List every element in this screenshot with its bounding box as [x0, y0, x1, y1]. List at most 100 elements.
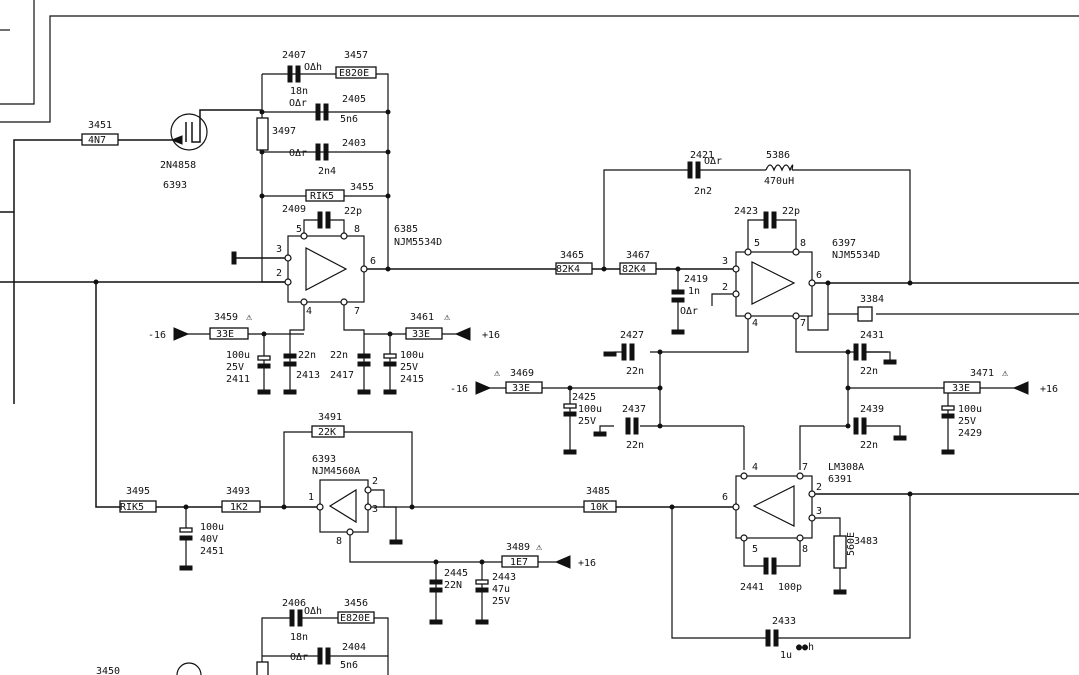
capacitor-2431: 2431 22n	[853, 330, 897, 377]
svg-text:40V: 40V	[200, 534, 218, 545]
capacitor-2409: 2409 22p	[282, 204, 362, 234]
svg-text:E820E: E820E	[340, 613, 370, 624]
svg-text:3467: 3467	[626, 250, 650, 261]
svg-text:6: 6	[370, 256, 376, 267]
svg-text:2445: 2445	[444, 568, 468, 579]
bottom-feedback-network	[176, 617, 389, 675]
capacitor-2405: OΔr 2405 5n6	[289, 94, 366, 125]
svg-text:8: 8	[336, 536, 342, 547]
opamp-b-type: NJM5534D	[832, 250, 880, 261]
resistor-3467: 3467 82K4	[619, 250, 657, 275]
warning-icon: ⚠	[1002, 368, 1009, 379]
capacitor-2451: 100u 40V 2451	[179, 522, 224, 571]
resistor-3461: 3461 33E ⚠	[405, 312, 451, 340]
svg-text:OΔh: OΔh	[304, 606, 322, 617]
svg-text:18n: 18n	[290, 632, 308, 643]
svg-text:3495: 3495	[126, 486, 150, 497]
svg-text:5: 5	[296, 224, 302, 235]
svg-text:2: 2	[276, 268, 282, 279]
svg-text:2421: 2421	[690, 150, 714, 161]
capacitor-2407: 2407 18n OΔh	[282, 50, 322, 97]
capacitor-2411: 100u 25V 2411	[226, 350, 271, 385]
svg-text:1u: 1u	[780, 650, 792, 661]
svg-text:●●h: ●●h	[796, 642, 814, 653]
svg-text:1K2: 1K2	[230, 502, 248, 513]
svg-text:2443: 2443	[492, 572, 516, 583]
warning-icon: ⚠	[246, 312, 253, 323]
svg-text:33E: 33E	[412, 329, 430, 340]
resistor-3489: 3489 1E7 ⚠	[501, 542, 543, 568]
svg-text:3455: 3455	[350, 182, 374, 193]
resistor-3456: 3456 E820E	[337, 598, 375, 624]
svg-text:22n: 22n	[860, 440, 878, 451]
fet-type-label: 2N4858	[160, 160, 196, 171]
svg-text:2406: 2406	[282, 598, 306, 609]
svg-text:18n: 18n	[290, 86, 308, 97]
supply-network-b: -16 +16	[450, 319, 1058, 470]
feedback-network-b	[603, 169, 911, 282]
opamp-b-id: 6397	[832, 238, 856, 249]
junction-dots	[93, 109, 913, 565]
svg-text:22n: 22n	[330, 350, 348, 361]
svg-text:3457: 3457	[344, 50, 368, 61]
svg-text:22N: 22N	[444, 580, 462, 591]
svg-text:5: 5	[754, 238, 760, 249]
svg-text:E820E: E820E	[339, 68, 369, 79]
svg-text:2: 2	[816, 482, 822, 493]
fet-transistor-icon: 2N4858 6393	[160, 109, 262, 191]
capacitor-2443: 2443 47u 25V	[475, 572, 516, 625]
svg-text:2409: 2409	[282, 204, 306, 215]
svg-text:OΔr: OΔr	[704, 156, 722, 167]
opamp-c-type: NJM4560A	[312, 466, 360, 477]
svg-text:7: 7	[354, 306, 360, 317]
svg-text:2419: 2419	[684, 274, 708, 285]
capacitor-2427: 2427 22n	[603, 330, 644, 377]
svg-text:OΔr: OΔr	[289, 98, 307, 109]
svg-text:2441: 2441	[740, 582, 764, 593]
input-wire	[0, 139, 172, 404]
svg-text:+16: +16	[578, 558, 596, 569]
svg-text:22n: 22n	[298, 350, 316, 361]
svg-text:22p: 22p	[782, 206, 800, 217]
svg-text:33E: 33E	[512, 383, 530, 394]
svg-text:8: 8	[800, 238, 806, 249]
connector-3384: 3384	[857, 294, 884, 322]
svg-text:2: 2	[722, 282, 728, 293]
svg-text:3451: 3451	[88, 120, 112, 131]
svg-text:3461: 3461	[410, 312, 434, 323]
svg-text:2433: 2433	[772, 616, 796, 627]
svg-text:3485: 3485	[586, 486, 610, 497]
svg-text:100u: 100u	[400, 350, 424, 361]
svg-text:10K: 10K	[590, 502, 608, 513]
sheet-border	[0, 0, 1079, 123]
svg-text:560E: 560E	[846, 532, 857, 556]
svg-text:33E: 33E	[952, 383, 970, 394]
svg-text:25V: 25V	[578, 416, 596, 427]
svg-text:5386: 5386	[766, 150, 790, 161]
opamp-a-inputs	[0, 251, 556, 283]
svg-text:22K: 22K	[318, 427, 336, 438]
svg-text:7: 7	[800, 318, 806, 329]
resistor-3451: 3451 4N7	[81, 120, 119, 146]
svg-text:2407: 2407	[282, 50, 306, 61]
svg-text:5n6: 5n6	[340, 114, 358, 125]
svg-text:2404: 2404	[342, 642, 366, 653]
svg-text:2: 2	[372, 476, 378, 487]
svg-text:3: 3	[722, 256, 728, 267]
svg-text:100p: 100p	[778, 582, 802, 593]
svg-text:2n4: 2n4	[318, 166, 336, 177]
svg-text:+16: +16	[1040, 384, 1058, 395]
svg-text:22n: 22n	[860, 366, 878, 377]
opamp-d-wiring	[616, 493, 1079, 639]
svg-text:22n: 22n	[626, 440, 644, 451]
svg-text:47u: 47u	[492, 584, 510, 595]
warning-icon: ⚠	[444, 312, 451, 323]
capacitor-2441: 2441 100p	[740, 557, 802, 593]
svg-text:8: 8	[354, 224, 360, 235]
capacitor-2413: 22n 2413	[283, 350, 320, 381]
opamp-c-id: 6393	[312, 454, 336, 465]
resistor-3455: RIK5 3455	[305, 182, 374, 202]
svg-text:3483: 3483	[854, 536, 878, 547]
svg-text:100u: 100u	[958, 404, 982, 415]
